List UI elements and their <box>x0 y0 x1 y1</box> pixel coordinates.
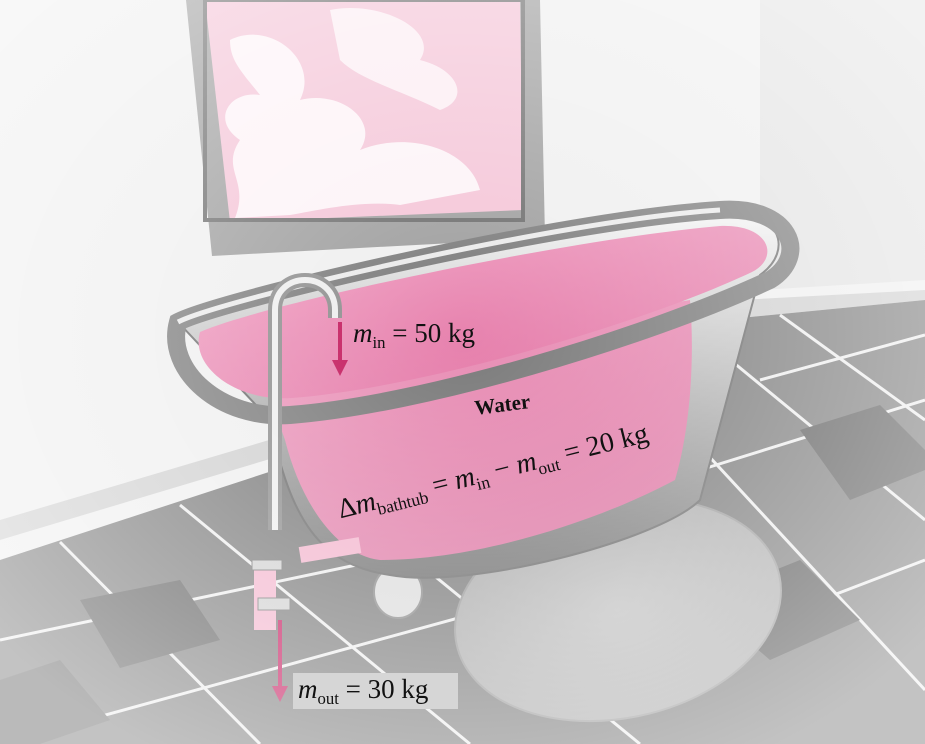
mass-in-symbol: m <box>353 318 373 348</box>
mass-in-subscript: in <box>373 333 386 352</box>
mass-out-label: mout = 30 kg <box>298 674 428 709</box>
mass-out-subscript: out <box>318 689 339 708</box>
mass-in-value: = 50 kg <box>386 318 475 348</box>
mass-out-symbol: m <box>298 674 318 704</box>
mass-in-label: min = 50 kg <box>353 318 475 353</box>
mass-out-value: = 30 kg <box>339 674 428 704</box>
